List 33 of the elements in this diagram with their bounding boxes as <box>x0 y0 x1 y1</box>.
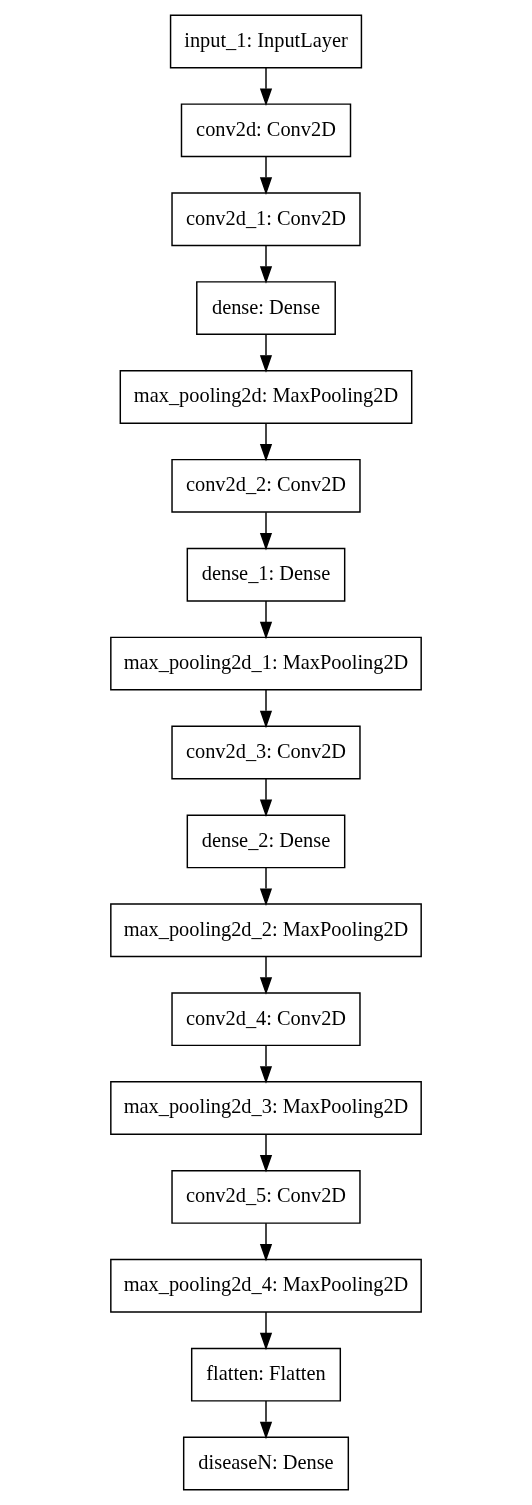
node-box: flatten: Flatten <box>190 1347 342 1402</box>
node-box: conv2d_2: Conv2D <box>171 458 361 513</box>
node-box: dense_1: Dense <box>186 547 346 602</box>
node-box: dense_2: Dense <box>186 814 346 869</box>
node-box: max_pooling2d_1: MaxPooling2D <box>110 636 422 691</box>
node-box: diseaseN: Dense <box>182 1436 350 1491</box>
arrow <box>259 778 273 818</box>
arrow <box>259 511 273 551</box>
arrow <box>259 422 273 462</box>
arrow <box>259 1222 273 1262</box>
node-box: conv2d_1: Conv2D <box>171 192 361 247</box>
node-box: max_pooling2d_3: MaxPooling2D <box>110 1081 422 1135</box>
node-box: max_pooling2d: MaxPooling2D <box>119 370 413 424</box>
node-box: max_pooling2d_2: MaxPooling2D <box>110 903 422 958</box>
arrow <box>259 600 273 640</box>
node-box: conv2d: Conv2D <box>180 103 352 158</box>
arrow <box>259 867 273 906</box>
node-box: conv2d_5: Conv2D <box>171 1169 361 1224</box>
arrow <box>259 1311 273 1351</box>
node-box: max_pooling2d_4: MaxPooling2D <box>110 1258 422 1313</box>
node-box: dense: Dense <box>196 281 336 336</box>
arrow <box>259 1044 273 1084</box>
arrow <box>259 955 273 995</box>
arrow <box>259 1400 273 1440</box>
node-box: conv2d_3: Conv2D <box>171 725 361 780</box>
arrow <box>259 67 273 106</box>
arrow <box>259 689 273 729</box>
node-box: conv2d_4: Conv2D <box>171 992 361 1047</box>
arrow <box>259 155 273 195</box>
node-box: input_1: InputLayer <box>169 14 363 69</box>
arrow <box>259 333 273 373</box>
arrow <box>259 1133 273 1173</box>
arrow <box>259 244 273 284</box>
